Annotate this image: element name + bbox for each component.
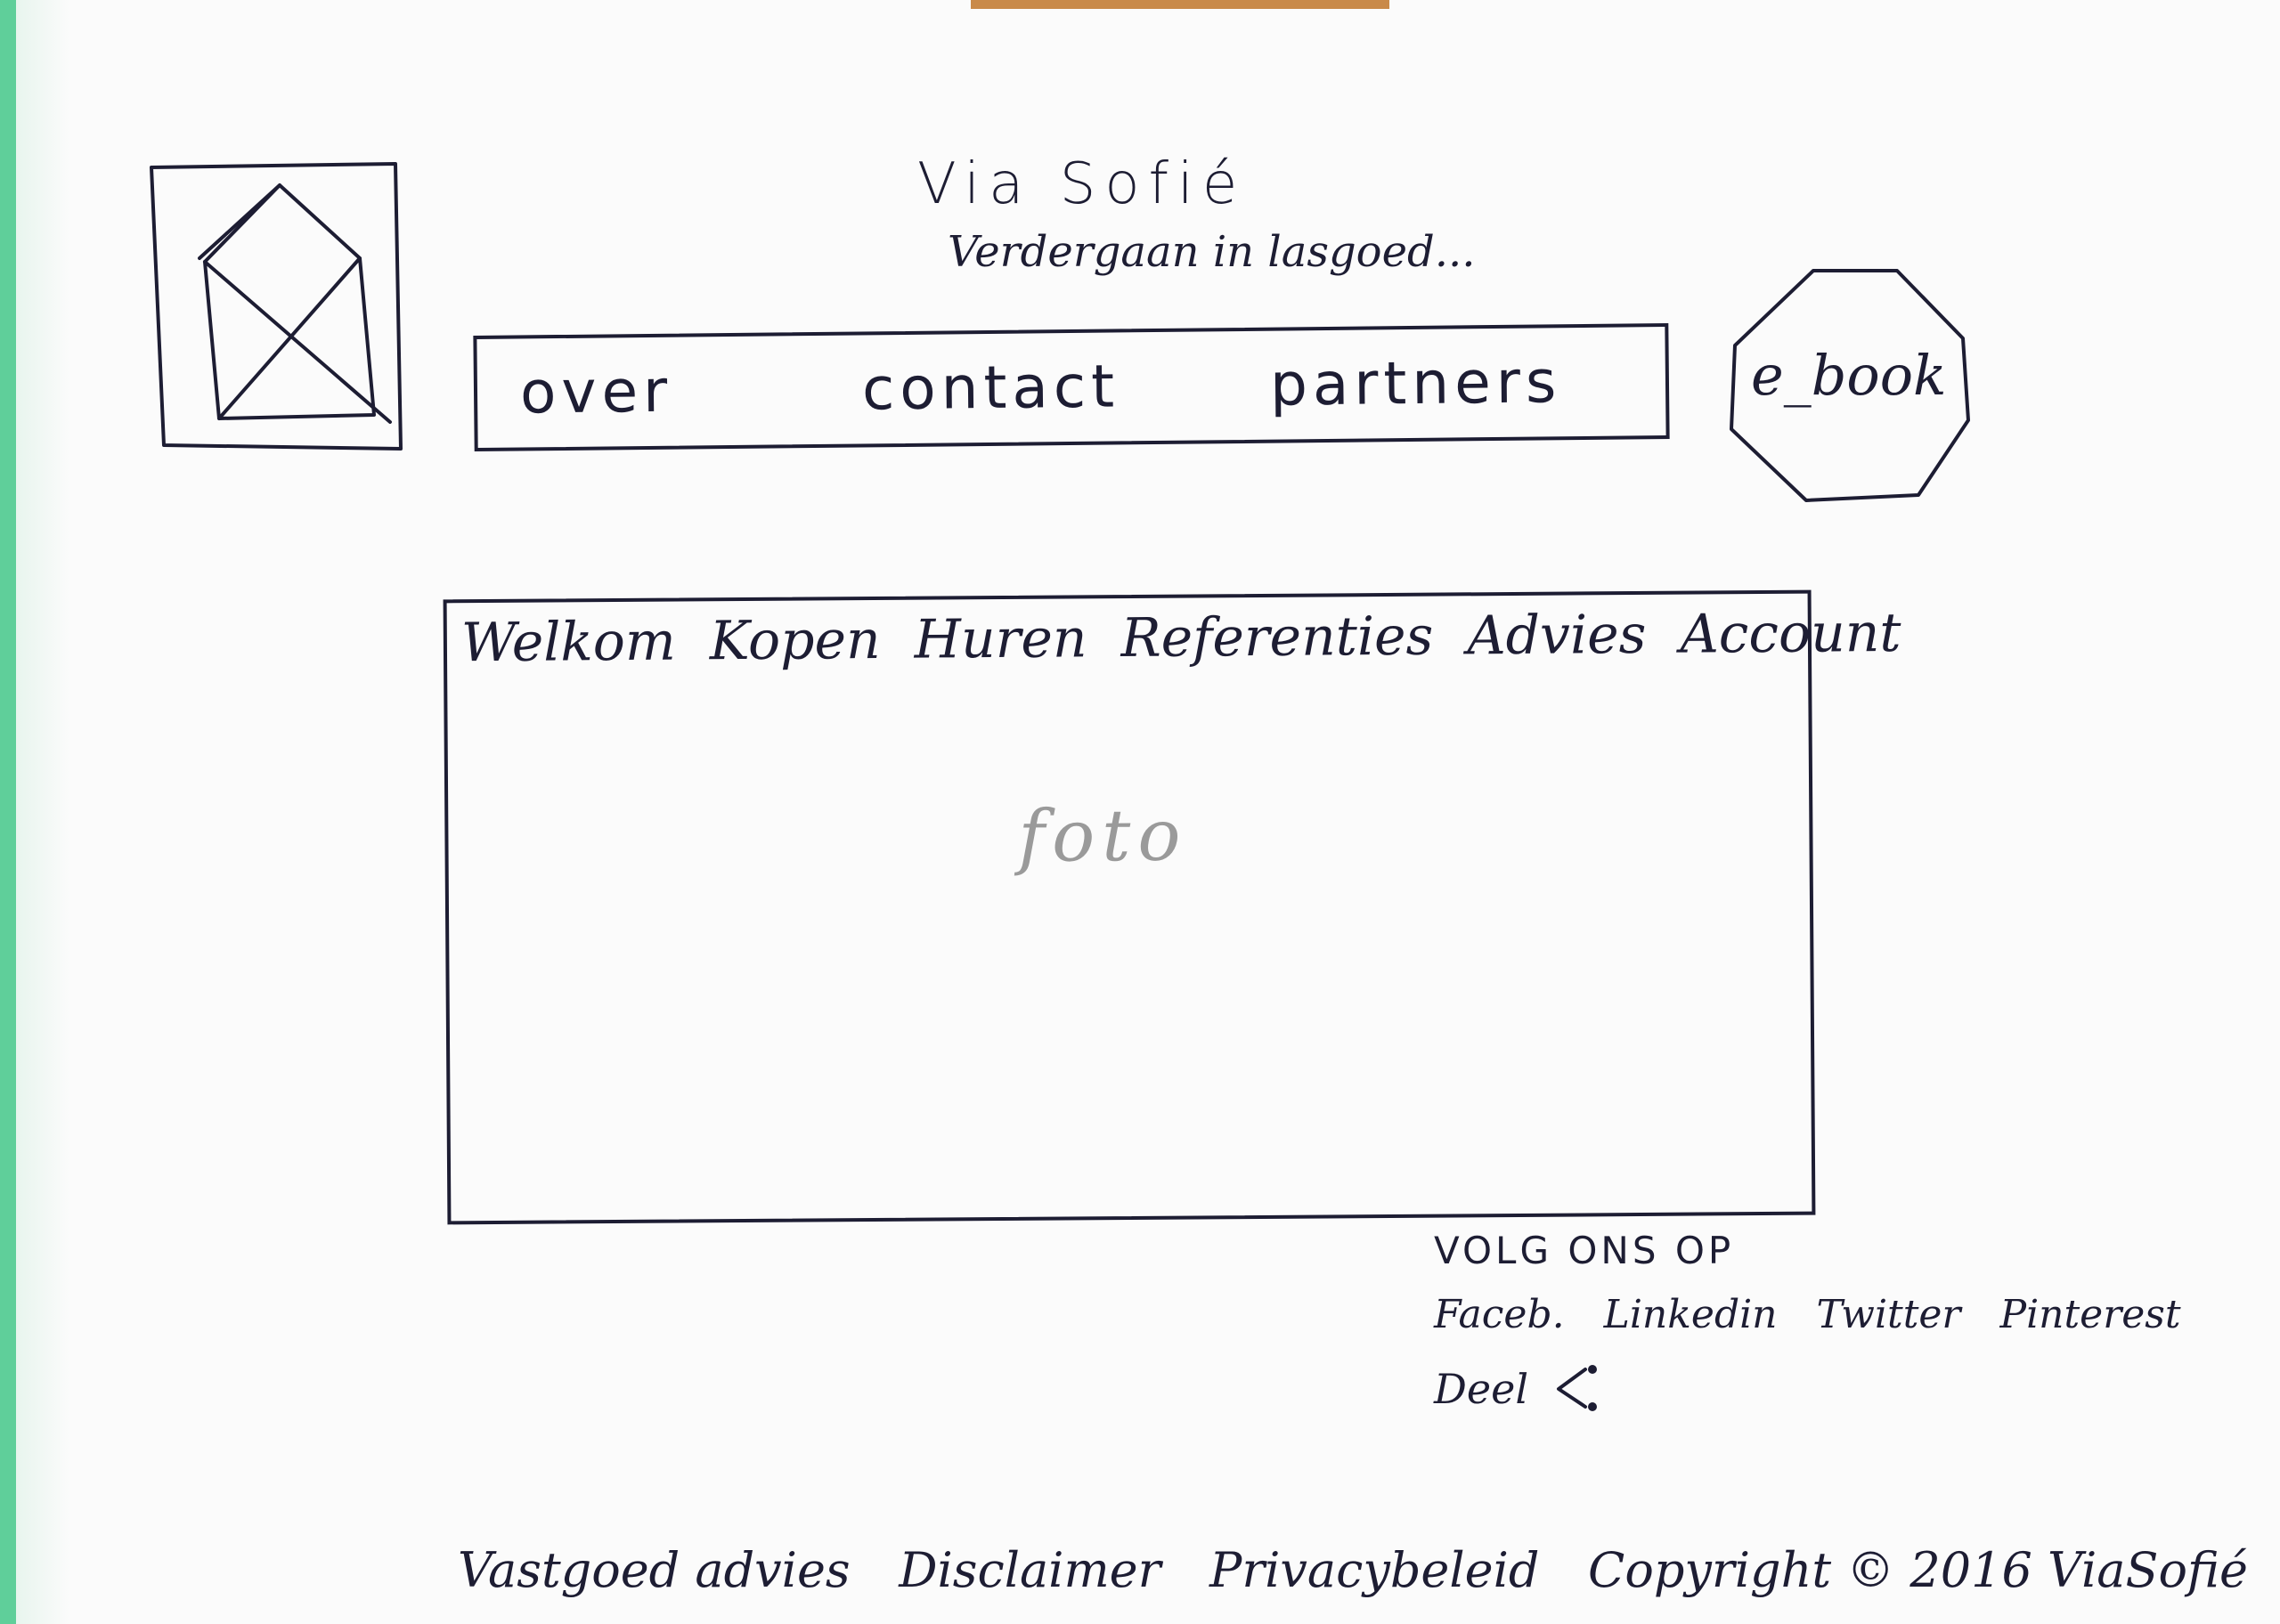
- tab-advies[interactable]: Advies: [1467, 603, 1647, 668]
- share-icon[interactable]: [1551, 1364, 1605, 1414]
- nav-link-over[interactable]: over: [519, 356, 673, 427]
- site-title: Via Sofié: [917, 151, 1247, 217]
- share-button[interactable]: Deel: [1434, 1365, 1529, 1413]
- social-links: Faceb. Linkedin Twitter Pinterest: [1434, 1292, 2181, 1337]
- ebook-button[interactable]: e_book: [1751, 343, 1947, 408]
- desk-background: [0, 0, 16, 1624]
- social-link-linkedin[interactable]: Linkedin: [1603, 1292, 1778, 1337]
- follow-heading: VOLG ONS OP: [1434, 1229, 1735, 1272]
- nav-link-contact[interactable]: contact: [861, 352, 1120, 424]
- tab-huren[interactable]: Huren: [914, 607, 1087, 671]
- social-link-facebook[interactable]: Faceb.: [1434, 1292, 1565, 1337]
- footer: Vastgoed advies Disclaimer Privacybeleid…: [458, 1542, 2248, 1598]
- social-follow-block: VOLG ONS OP Faceb. Linkedin Twitter Pint…: [1434, 1229, 2181, 1414]
- tab-welkom[interactable]: Welkom: [460, 610, 677, 675]
- footer-copyright: Copyright © 2016 ViaSofié: [1588, 1542, 2248, 1598]
- ebook-button-shape[interactable]: [1728, 267, 1977, 508]
- main-tabs: Welkom Kopen Huren Referenties Advies Ac…: [461, 602, 1901, 674]
- site-tagline: Verdergaan in lasgoed...: [948, 227, 1476, 277]
- social-link-pinterest[interactable]: Pinterest: [1999, 1292, 2181, 1337]
- footer-link-vastgoed-advies[interactable]: Vastgoed advies: [458, 1542, 851, 1598]
- tab-account[interactable]: Account: [1680, 601, 1901, 666]
- paper-tape: [971, 0, 1389, 9]
- nav-link-partners[interactable]: partners: [1269, 347, 1562, 419]
- paper-edge: [16, 0, 69, 1624]
- main-content-panel: Welkom Kopen Huren Referenties Advies Ac…: [443, 589, 1901, 1225]
- tab-referenties[interactable]: Referenties: [1120, 605, 1434, 670]
- footer-link-disclaimer[interactable]: Disclaimer: [899, 1542, 1161, 1598]
- house-logo-icon[interactable]: [150, 162, 422, 452]
- share-row: Deel: [1434, 1364, 2181, 1414]
- photo-placeholder: foto: [1018, 793, 1188, 878]
- social-link-twitter[interactable]: Twitter: [1816, 1292, 1961, 1337]
- footer-link-privacybeleid[interactable]: Privacybeleid: [1209, 1542, 1540, 1598]
- tab-kopen[interactable]: Kopen: [709, 608, 881, 673]
- top-navigation: over contact partners: [473, 322, 1670, 452]
